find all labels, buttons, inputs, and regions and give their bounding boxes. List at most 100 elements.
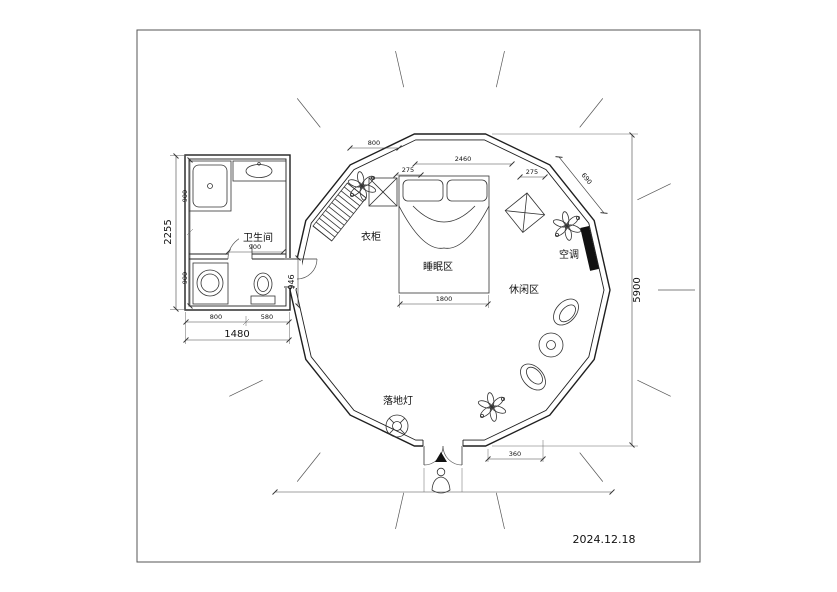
label-leisure-area: 休闲区 [509, 283, 539, 296]
dim-bath-lower-height: 900 [181, 272, 189, 284]
axis-line [229, 379, 263, 397]
label-bathroom: 卫生间 [243, 231, 273, 244]
dim-top-left-width: 800 [368, 139, 380, 147]
dim-bed-width: 1800 [436, 295, 453, 303]
door-opening [423, 437, 463, 448]
person-body-icon [431, 476, 451, 494]
axis-lines [229, 51, 695, 529]
entry-door [422, 437, 464, 494]
label-floor-lamp: 落地灯 [383, 394, 413, 407]
room-outline [289, 133, 611, 447]
wardrobe-rung [347, 182, 367, 199]
dim-bath-total-width: 1480 [224, 329, 249, 340]
label-air-conditioner: 空调 [559, 248, 579, 261]
label-bg [379, 393, 417, 407]
dim-top-right-edge: 690 [580, 171, 594, 186]
shower-tray [188, 160, 232, 212]
dim-bath-inner-width: 900 [249, 243, 261, 251]
wardrobe-rung [318, 217, 339, 234]
room-labels: 卫生间 衣柜 睡眠区 空调 休闲区 落地灯 2024.12.18 [239, 229, 635, 546]
sheet-border [136, 29, 701, 563]
bathroom-outer-wall [184, 154, 291, 311]
label-bg [505, 282, 543, 296]
tap-icon [257, 162, 261, 166]
dimension-text: 2255 900 900 900 800 580 1480 946 5900 1… [163, 139, 643, 458]
cabinet-cross [368, 177, 398, 207]
label-bg [419, 259, 457, 273]
toilet-bowl-icon [253, 272, 273, 296]
label-bg [239, 230, 277, 244]
wardrobe-rung [312, 225, 333, 242]
label-bg [358, 229, 384, 243]
wardrobe-rung [337, 194, 357, 211]
inner-wall [295, 139, 605, 441]
side-table-icon [538, 332, 564, 358]
cabinet-outline [504, 192, 546, 233]
toilet-bowl-inner [257, 276, 269, 292]
axis-line [495, 492, 505, 529]
dim-entry-offset: 360 [509, 450, 521, 458]
axis-line [395, 492, 405, 529]
dim-bath-total-height: 2255 [163, 219, 174, 244]
axis-line [495, 51, 505, 88]
wardrobe-rung [340, 190, 361, 207]
bed [398, 175, 490, 294]
ac-unit-body [580, 226, 599, 271]
wardrobe-rung [328, 206, 348, 222]
wardrobe-rung [334, 198, 354, 214]
duvet-fold [398, 205, 490, 249]
dim-top-right-gap: 275 [526, 168, 538, 176]
cabinet-right [504, 192, 546, 233]
person-head-icon [436, 467, 446, 477]
bed-outline [398, 175, 490, 294]
axis-line [296, 452, 321, 482]
axis-line [637, 183, 671, 201]
label-sleeping-area: 睡眠区 [423, 260, 453, 273]
dim-top-center-width: 2460 [455, 155, 472, 163]
plant-icon [477, 392, 507, 422]
washer-drum-icon [196, 269, 224, 297]
washer-drum-inner [200, 273, 220, 293]
vanity-counter [232, 160, 287, 182]
basin-icon [245, 164, 273, 178]
plant-icon [347, 171, 377, 201]
cabinet-cross [505, 210, 545, 216]
wardrobe-rung [315, 221, 336, 238]
dim-bath-side-height: 946 [287, 274, 296, 289]
dimension-lines [170, 132, 638, 495]
axis-line [637, 379, 671, 397]
duvet-fold [412, 205, 476, 223]
wardrobe-rung [322, 213, 342, 230]
plant-icon [552, 211, 582, 241]
cabinet-left [368, 177, 398, 207]
axis-line [296, 98, 321, 128]
ac-unit [580, 226, 599, 271]
washer-body [192, 262, 229, 305]
axis-line [395, 51, 405, 88]
shower-drain-icon [207, 183, 213, 189]
door-swing-arc [442, 445, 463, 466]
toilet-tank [250, 295, 276, 305]
axis-line [579, 98, 604, 128]
lounge-chair [553, 298, 579, 326]
dim-bath-width-right: 580 [261, 313, 273, 321]
pillow [446, 179, 488, 202]
dim-bath-width-left: 800 [210, 313, 222, 321]
outer-wall [289, 133, 611, 447]
floor-lamp-icon [385, 414, 409, 438]
dim-top-left-gap: 275 [402, 166, 414, 174]
label-bg [556, 247, 582, 261]
dim-bath-upper-height: 900 [181, 190, 189, 202]
lounge-chair [520, 363, 546, 391]
side-table-center [546, 340, 556, 350]
wardrobe-rung [331, 202, 351, 218]
leisure-furniture [520, 298, 579, 391]
date-stamp: 2024.12.18 [573, 533, 636, 546]
axis-line [579, 452, 604, 482]
shower-inner [192, 164, 228, 208]
pillow [402, 179, 444, 202]
wardrobe-rung [325, 210, 345, 226]
dim-overall-diameter: 5900 [632, 277, 643, 302]
